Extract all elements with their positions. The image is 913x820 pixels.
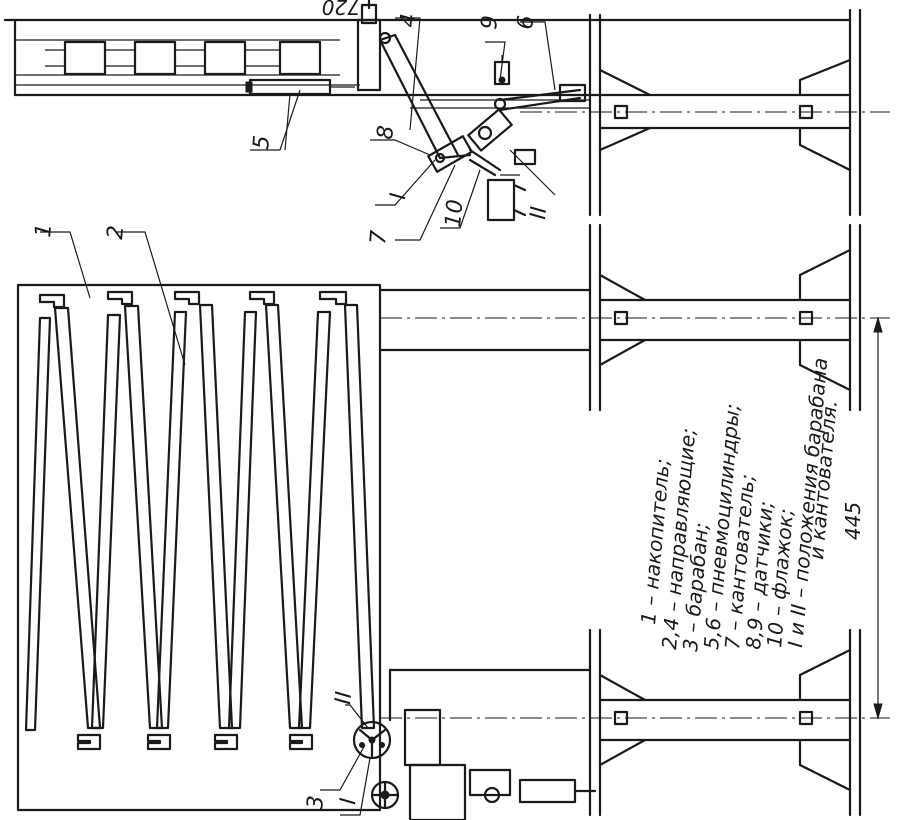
label-6: 6 [513,14,539,30]
pneumatic-cylinder-5 [245,78,355,151]
label-9: 9 [477,14,503,30]
tilter-7 [467,108,537,177]
label-pos-I-top: I [386,192,411,201]
sensor-9 [493,55,511,86]
frame-bottom [370,628,890,820]
feed-conveyor [3,0,602,97]
label-3: 3 [303,794,329,810]
guides-2 [24,303,376,732]
label-5: 5 [249,134,275,150]
pneumatic-cylinder-6 [410,83,590,112]
drum-3 [352,720,392,760]
label-8: 8 [373,124,399,140]
sensor-8-and-flag-10 [486,174,527,222]
guide-4 [378,31,473,173]
leader-lines [40,17,556,816]
legend: 1 – накопитель; 2,4 – направляющие; 3 – … [636,357,842,653]
label-pos-II-top: II [526,205,552,220]
label-pos-I-bottom: I [336,797,361,806]
label-pos-II-bottom: II [331,690,357,705]
label-1: 1 [31,222,57,238]
frame-middle [378,223,890,412]
storage-unit-1 [16,283,382,812]
dimension-445-label: 445 [841,502,865,540]
label-2: 2 [103,224,129,240]
dimension-445 [873,316,883,720]
label-7: 7 [366,229,392,245]
label-4: 4 [396,12,422,28]
label-10: 10 [441,198,468,228]
frame-top [520,8,890,217]
dimension-720-label: 720 [322,0,360,19]
